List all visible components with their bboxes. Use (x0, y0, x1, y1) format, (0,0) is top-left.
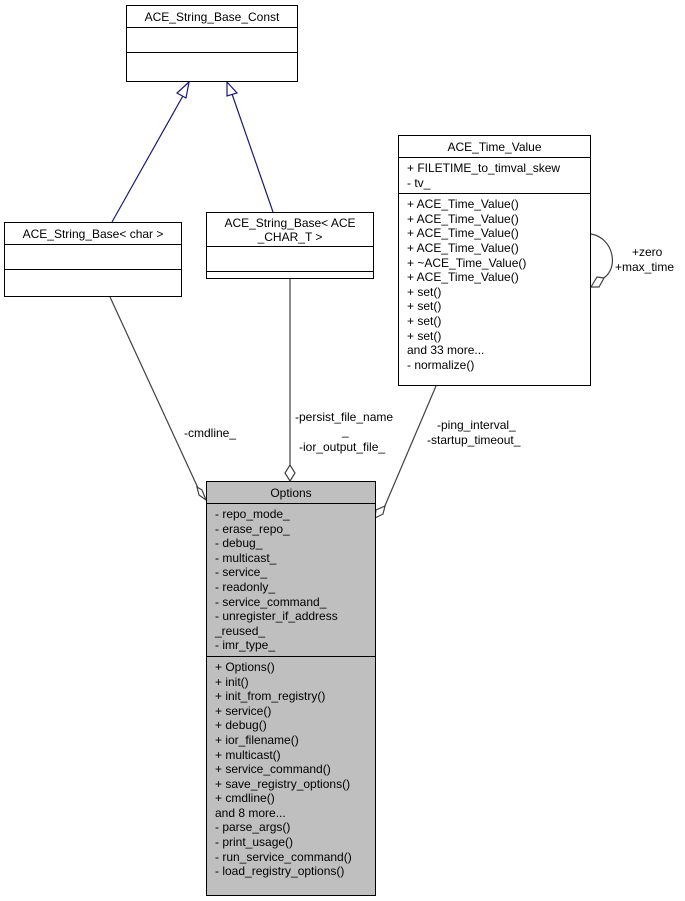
edge-label-ping-interval: -ping_interval_ (437, 418, 516, 432)
class-method: + ACE_Time_Value() (407, 211, 519, 226)
inheritance-edge-char-to-const (111, 80, 190, 223)
class-method: - normalize() (407, 357, 475, 372)
composition-diamond (589, 276, 605, 288)
edge-label-persist-file-name: -persist_file_name (295, 410, 394, 424)
class-method: and 8 more... (215, 805, 286, 820)
class-method: + service() (215, 703, 272, 718)
class-method: + set() (407, 284, 442, 299)
class-method: + ~ACE_Time_Value() (407, 255, 527, 270)
class-options[interactable]: Options - repo_mode_- erase_repo_- debug… (206, 481, 376, 896)
methods-section (207, 272, 373, 297)
class-method: + Options() (215, 659, 275, 674)
composition-edge-cmdline (109, 296, 208, 502)
class-method: and 33 more... (407, 343, 485, 358)
class-method: - parse_args() (215, 820, 291, 835)
attributes-section (127, 28, 297, 53)
class-title: ACE_String_Base< char > (5, 223, 181, 245)
inheritance-arrowhead (226, 80, 239, 97)
class-method: + ACE_Time_Value() (407, 270, 519, 285)
class-attribute: - unregister_if_address (215, 609, 338, 624)
class-method: + debug() (215, 718, 267, 733)
class-attribute: - service_command_ (215, 594, 327, 609)
class-title-line-1: ACE_String_Base< ACE (224, 216, 356, 230)
class-title: ACE_Time_Value (399, 136, 590, 158)
attributes-section: + FILETIME_to_timval_skew- tv_ (399, 158, 590, 195)
class-attribute: - erase_repo_ (215, 521, 290, 536)
methods-section: + Options()+ init()+ init_from_registry(… (207, 657, 375, 882)
class-method: - run_service_command() (215, 849, 352, 864)
class-title-line-2: _CHAR_T > (257, 230, 323, 244)
class-attribute: _reused_ (215, 623, 266, 638)
class-title: ACE_String_Base_Const (127, 6, 297, 28)
edge-label-zero: +zero (632, 245, 663, 259)
class-method: + set() (407, 299, 442, 314)
class-attribute: - multicast_ (215, 550, 277, 565)
composition-diamond (374, 504, 386, 520)
class-method: + cmdline() (215, 791, 275, 806)
attributes-section: - repo_mode_- erase_repo_- debug_- multi… (207, 504, 375, 657)
class-method: + service_command() (215, 762, 331, 777)
self-association-edge (589, 233, 613, 288)
attributes-section (5, 245, 181, 270)
methods-section (5, 270, 181, 295)
class-method: + init_from_registry() (215, 689, 326, 704)
edge-label-ior-output-file: -ior_output_file_ (299, 440, 386, 454)
methods-section (127, 53, 297, 78)
class-method: - print_usage() (215, 835, 294, 850)
composition-diamond (284, 463, 296, 483)
class-method: - load_registry_options() (215, 864, 345, 879)
class-method: + init() (215, 674, 249, 689)
class-attribute: - debug_ (215, 536, 263, 551)
class-method: + multicast() (215, 747, 281, 762)
methods-section: + ACE_Time_Value()+ ACE_Time_Value()+ AC… (399, 194, 590, 375)
class-ace-time-value[interactable]: ACE_Time_Value + FILETIME_to_timval_skew… (398, 135, 591, 386)
class-ace-string-base-ace-char-t[interactable]: ACE_String_Base< ACE _CHAR_T > (206, 212, 374, 279)
class-ace-string-base-const[interactable]: ACE_String_Base_Const (126, 5, 298, 82)
inheritance-edge-acechar-to-const (226, 80, 274, 213)
class-method: + save_registry_options() (215, 776, 351, 791)
attributes-section (207, 247, 373, 272)
class-title: Options (207, 482, 375, 504)
edge-label-startup-timeout: -startup_timeout_ (427, 433, 521, 447)
class-attribute: - service_ (215, 565, 268, 580)
composition-diamond (196, 485, 208, 502)
class-method: + ACE_Time_Value() (407, 197, 519, 212)
edge-label-max-time: +max_time (615, 260, 675, 274)
inheritance-arrowhead (175, 80, 190, 99)
composition-edge-persist-ior (284, 279, 296, 483)
edge-label-persist-file-name-cont: _ (342, 424, 349, 438)
class-method: + set() (407, 328, 442, 343)
class-method: + set() (407, 313, 442, 328)
class-attribute: - readonly_ (215, 579, 276, 594)
class-attribute: - repo_mode_ (215, 507, 290, 521)
class-method: + ior_filename() (215, 732, 299, 747)
class-attribute: - tv_ (407, 175, 431, 190)
class-title: ACE_String_Base< ACE _CHAR_T > (207, 213, 373, 247)
class-attribute: + FILETIME_to_timval_skew (407, 161, 561, 175)
class-ace-string-base-char[interactable]: ACE_String_Base< char > (4, 222, 182, 297)
class-attribute: - imr_type_ (215, 638, 276, 653)
class-method: + ACE_Time_Value() (407, 240, 519, 255)
class-method: + ACE_Time_Value() (407, 226, 519, 241)
edge-label-cmdline: -cmdline_ (184, 426, 237, 440)
